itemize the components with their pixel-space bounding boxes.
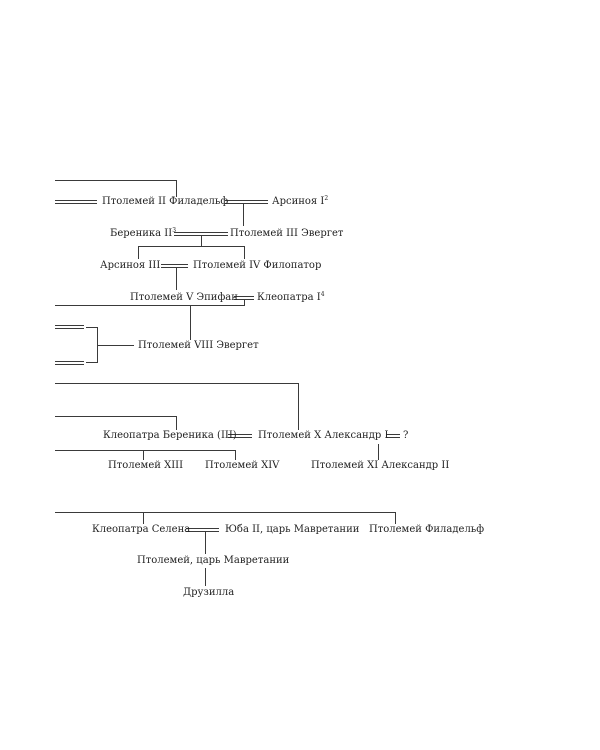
person-cleopatra-i: Клеопатра I4 [257, 292, 325, 304]
person-drusilla: Друзилла [183, 587, 235, 598]
person-name: Клеопатра I [257, 292, 321, 303]
person-unknown-spouse: ? [403, 430, 409, 441]
person-arsinoe-iii: Арсиноя III [100, 260, 161, 271]
person-ptolemy-x: Птолемей X Александр I [258, 430, 389, 441]
person-ptolemy-xiv: Птолемей XIV [205, 460, 280, 471]
person-name: Береника II [110, 228, 173, 239]
person-name: Арсиноя I [272, 196, 325, 207]
footnote-marker: 2 [324, 195, 329, 202]
footnote-marker: 3 [172, 227, 177, 234]
person-ptolemy-mauretania: Птолемей, царь Мавретании [137, 555, 290, 566]
person-ptolemy-iii: Птолемей III Эвергет [230, 228, 344, 239]
person-ptolemy-philadelphus: Птолемей Филадельф [369, 524, 485, 535]
person-juba-ii: Юба II, царь Мавретании [225, 524, 360, 535]
person-ptolemy-xiii: Птолемей XIII [108, 460, 184, 471]
person-ptolemy-iv: Птолемей IV Филопатор [193, 260, 322, 271]
person-ptolemy-ii: Птолемей II Филадельф [102, 196, 229, 207]
person-ptolemy-v: Птолемей V Эпифан [130, 292, 238, 303]
person-ptolemy-xi: Птолемей XI Александр II [311, 460, 450, 471]
person-cleopatra-berenice: Клеопатра Береника (III) [103, 430, 237, 441]
person-cleopatra-selene: Клеопатра Селена [92, 524, 191, 535]
person-arsinoe-i: Арсиноя I2 [272, 196, 328, 208]
person-berenice-ii: Береника II3 [110, 228, 176, 240]
person-ptolemy-viii: Птолемей VIII Эвергет [138, 340, 259, 351]
footnote-marker: 4 [320, 291, 325, 298]
